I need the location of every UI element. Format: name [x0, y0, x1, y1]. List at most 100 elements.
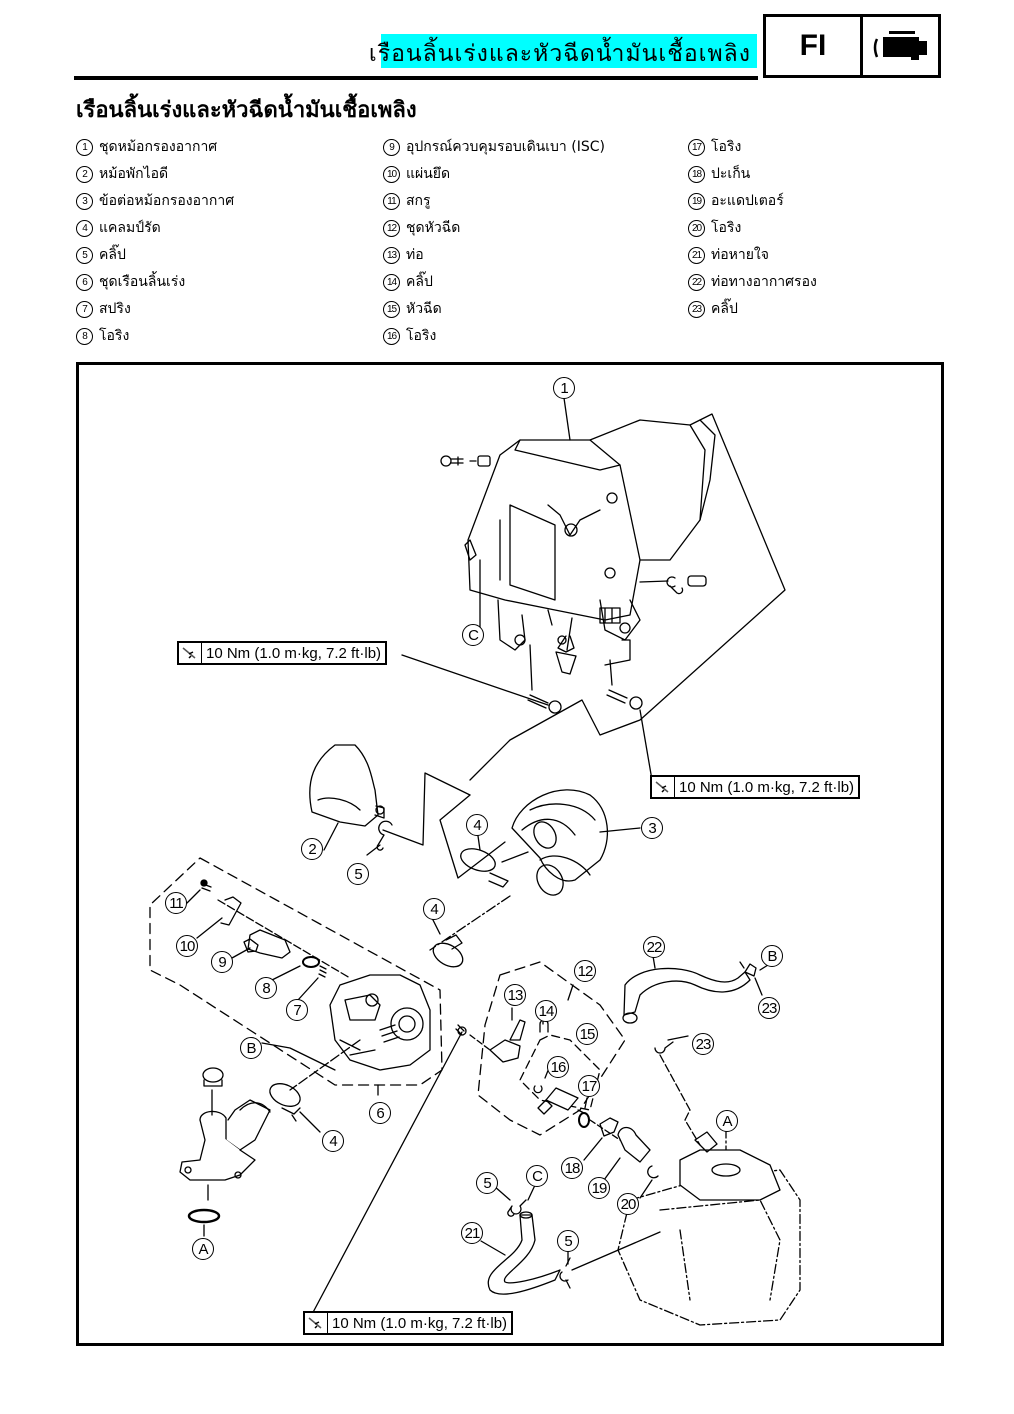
list-item: 3 ข้อต่อหม้อกรองอากาศ [76, 188, 234, 215]
callout-10: 10 [176, 935, 198, 957]
callout-23: 23 [692, 1033, 714, 1055]
callout-19: 19 [588, 1177, 610, 1199]
air-filter-joint-drawing [511, 789, 609, 896]
engine-block-drawing [617, 1169, 801, 1326]
reference-mark-a: A [716, 1110, 738, 1132]
part-name: ชุดหม้อกรองอากาศ [99, 139, 218, 155]
part-name: แผ่นยึด [406, 166, 451, 182]
part-number: 23 [688, 301, 705, 318]
page-title: เรือนลิ้นเร่งและหัวฉีดน้ำมันเชื้อเพลิง [76, 97, 417, 123]
callout-22: 22 [643, 936, 665, 958]
torque-spec-label: 10 Nm (1.0 m·kg, 7.2 ft·lb) [177, 641, 388, 665]
torque-wrench-icon [305, 1313, 328, 1333]
torque-value: 10 Nm (1.0 m·kg, 7.2 ft·lb) [206, 644, 382, 662]
callout-18: 18 [561, 1157, 583, 1179]
part-number: 8 [76, 328, 93, 345]
part-number: 13 [383, 247, 400, 264]
part-number: 4 [76, 220, 93, 237]
part-number: 3 [76, 193, 93, 210]
list-item: 2 หม้อพักไอดี [76, 161, 234, 188]
reference-mark-c: C [462, 624, 484, 646]
header-rule [74, 76, 758, 80]
torque-wrench-icon [652, 777, 675, 797]
part-number: 19 [688, 193, 705, 210]
callout-2: 2 [301, 838, 323, 860]
part-number: 6 [76, 274, 93, 291]
part-name: ท่อหายใจ [711, 247, 769, 263]
section-code: FI [766, 17, 863, 75]
part-number: 1 [76, 139, 93, 156]
list-item: 9 อุปกรณ์ควบคุมรอบเดินเบา (ISC) [383, 134, 605, 161]
callout-8: 8 [255, 977, 277, 999]
secondary-air-hose-drawing [622, 967, 751, 1024]
part-number: 17 [688, 139, 705, 156]
torque-value: 10 Nm (1.0 m·kg, 7.2 ft·lb) [332, 1314, 508, 1332]
callout-12: 12 [574, 960, 596, 982]
part-number: 10 [383, 166, 400, 183]
reference-mark-b: B [240, 1037, 262, 1059]
part-name: หม้อพักไอดี [99, 166, 169, 182]
torque-value: 10 Nm (1.0 m·kg, 7.2 ft·lb) [679, 778, 855, 796]
torque-wrench-icon [179, 643, 202, 663]
part-name: โอริง [99, 328, 130, 344]
callout-23: 23 [758, 997, 780, 1019]
part-name: โอริง [406, 328, 437, 344]
callout-13: 13 [504, 984, 526, 1006]
part-name: อุปกรณ์ควบคุมรอบเดินเบา (ISC) [406, 139, 605, 155]
part-number: 2 [76, 166, 93, 183]
part-name: สกรู [406, 193, 431, 209]
callout-17: 17 [578, 1075, 600, 1097]
list-item: 4 แคลมป์รัด [76, 215, 234, 242]
list-item: 16 โอริง [383, 323, 605, 350]
mounting-bolts-drawing [527, 644, 643, 714]
callout-14: 14 [535, 1000, 557, 1022]
callout-4: 4 [466, 814, 488, 836]
part-number: 7 [76, 301, 93, 318]
section-tab: FI [763, 14, 941, 78]
callout-16: 16 [547, 1056, 569, 1078]
callout-9: 9 [211, 951, 233, 973]
part-name: หัวฉีด [406, 301, 442, 317]
part-number: 5 [76, 247, 93, 264]
part-name: โอริง [711, 220, 742, 236]
part-number: 11 [383, 193, 400, 210]
part-name: คลิ๊ป [406, 274, 433, 290]
torque-spec-label: 10 Nm (1.0 m·kg, 7.2 ft·lb) [650, 775, 861, 799]
part-number: 9 [383, 139, 400, 156]
torque-spec-label: 10 Nm (1.0 m·kg, 7.2 ft·lb) [303, 1311, 514, 1335]
part-number: 22 [688, 274, 705, 291]
cylinder-head-drawing [679, 1131, 781, 1201]
part-name: ข้อต่อหม้อกรองอากาศ [99, 193, 235, 209]
callout-7: 7 [286, 999, 308, 1021]
reference-mark-b: B [761, 945, 783, 967]
callout-11: 11 [165, 892, 187, 914]
callout-6: 6 [369, 1102, 391, 1124]
part-name: ชุดเรือนลิ้นเร่ง [99, 274, 186, 290]
part-number: 16 [383, 328, 400, 345]
reference-mark-c: C [526, 1165, 548, 1187]
callout-4: 4 [423, 898, 445, 920]
part-name: แคลมป์รัด [99, 220, 161, 236]
intake-silencer-drawing [309, 744, 385, 827]
part-name: อะแดปเตอร์ [711, 193, 784, 209]
callout-4: 4 [322, 1130, 344, 1152]
part-name: ท่อ [406, 247, 424, 263]
list-item: 10 แผ่นยึด [383, 161, 605, 188]
callout-1: 1 [553, 377, 575, 399]
callout-20: 20 [617, 1193, 639, 1215]
list-item: 6 ชุดเรือนลิ้นเร่ง [76, 269, 234, 296]
part-number: 12 [383, 220, 400, 237]
exploded-diagram-frame [76, 362, 944, 1346]
